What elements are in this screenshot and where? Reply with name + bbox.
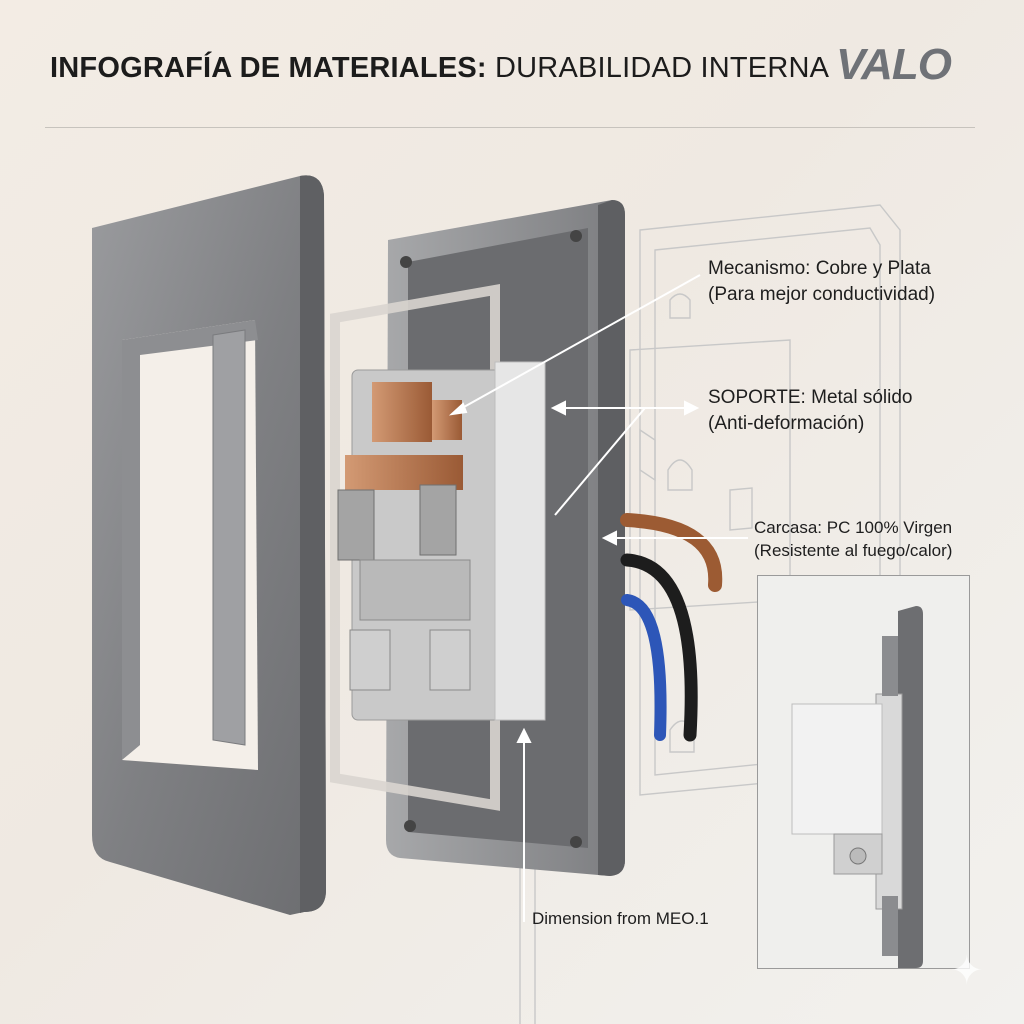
callout-support-line2: (Anti-deformación): [708, 413, 865, 434]
title-light: DURABILIDAD INTERNA: [486, 52, 830, 84]
side-view-illustration: [791, 606, 923, 968]
faceplate: [92, 175, 326, 915]
switch-mechanism: [337, 361, 546, 721]
callout-mechanism: Mecanismo: Cobre y Plata (Para mejor con…: [708, 256, 935, 308]
title-bold: INFOGRAFÍA DE MATERIALES:: [50, 52, 487, 84]
page-title: INFOGRAFÍA DE MATERIALES: DURABILIDAD IN…: [50, 52, 829, 85]
header-divider: [45, 127, 975, 128]
leader-lines: [448, 274, 748, 922]
callout-mechanism-line1: Mecanismo: Cobre y Plata: [708, 258, 931, 279]
callout-support-line1: SOPORTE: Metal sólido: [708, 387, 913, 408]
callout-housing-line1: Carcasa: PC 100% Virgen: [754, 518, 953, 537]
side-view-inset: [757, 575, 970, 969]
inner-frame: [330, 284, 500, 811]
callout-housing: Carcasa: PC 100% Virgen (Resistente al f…: [754, 516, 952, 562]
callout-housing-line2: (Resistente al fuego/calor): [754, 541, 953, 560]
callout-mechanism-line2: (Para mejor conductividad): [708, 284, 936, 305]
sparkle-icon: ✦: [950, 949, 984, 993]
brand-logo: VALO: [836, 40, 952, 89]
dimension-label: Dimension from MEO.1: [532, 909, 709, 928]
callout-support: SOPORTE: Metal sólido (Anti-deformación): [708, 385, 913, 437]
